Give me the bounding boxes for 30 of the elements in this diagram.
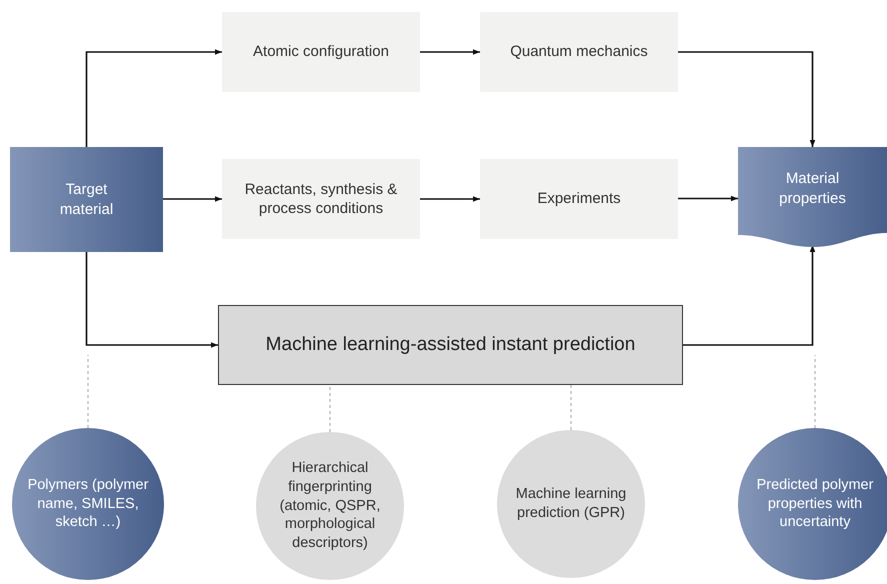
node-text: Experiments	[537, 189, 621, 209]
process-box	[222, 12, 420, 92]
arrow	[163, 196, 222, 202]
node-text: Target material	[58, 180, 114, 219]
arrow	[678, 196, 738, 202]
process-box	[480, 12, 678, 92]
process-box	[222, 159, 420, 239]
node-text: Predicted polymer properties with uncertainty	[756, 476, 874, 532]
node-text: Quantum mechanics	[510, 42, 648, 62]
document-shape	[738, 147, 887, 250]
process-box	[10, 147, 163, 252]
node-text: Atomic configuration	[253, 42, 389, 62]
arrow	[86, 252, 218, 348]
leader-line	[329, 385, 331, 432]
node-text: Material properties	[778, 169, 847, 208]
node-text: Reactants, synthesis & process conditions	[244, 180, 398, 218]
arrow	[86, 49, 222, 147]
node-text: Machine learning-assisted instant prediction	[266, 332, 636, 357]
node-text: Hierarchical fingerprinting (atomic, QSPR, morphological descriptors)	[278, 458, 382, 554]
node-text: Machine learning prediction (GPR)	[514, 485, 628, 523]
arrow	[678, 51, 816, 147]
process-box	[218, 305, 683, 385]
leader-line	[570, 385, 572, 430]
leader-line	[87, 355, 89, 428]
leader-line	[814, 355, 816, 428]
arrow	[420, 49, 480, 55]
arrow	[420, 196, 480, 202]
node-text: Polymers (polymer name, SMILES, sketch …)	[26, 476, 150, 532]
process-box	[480, 159, 678, 239]
arrow	[683, 245, 816, 346]
